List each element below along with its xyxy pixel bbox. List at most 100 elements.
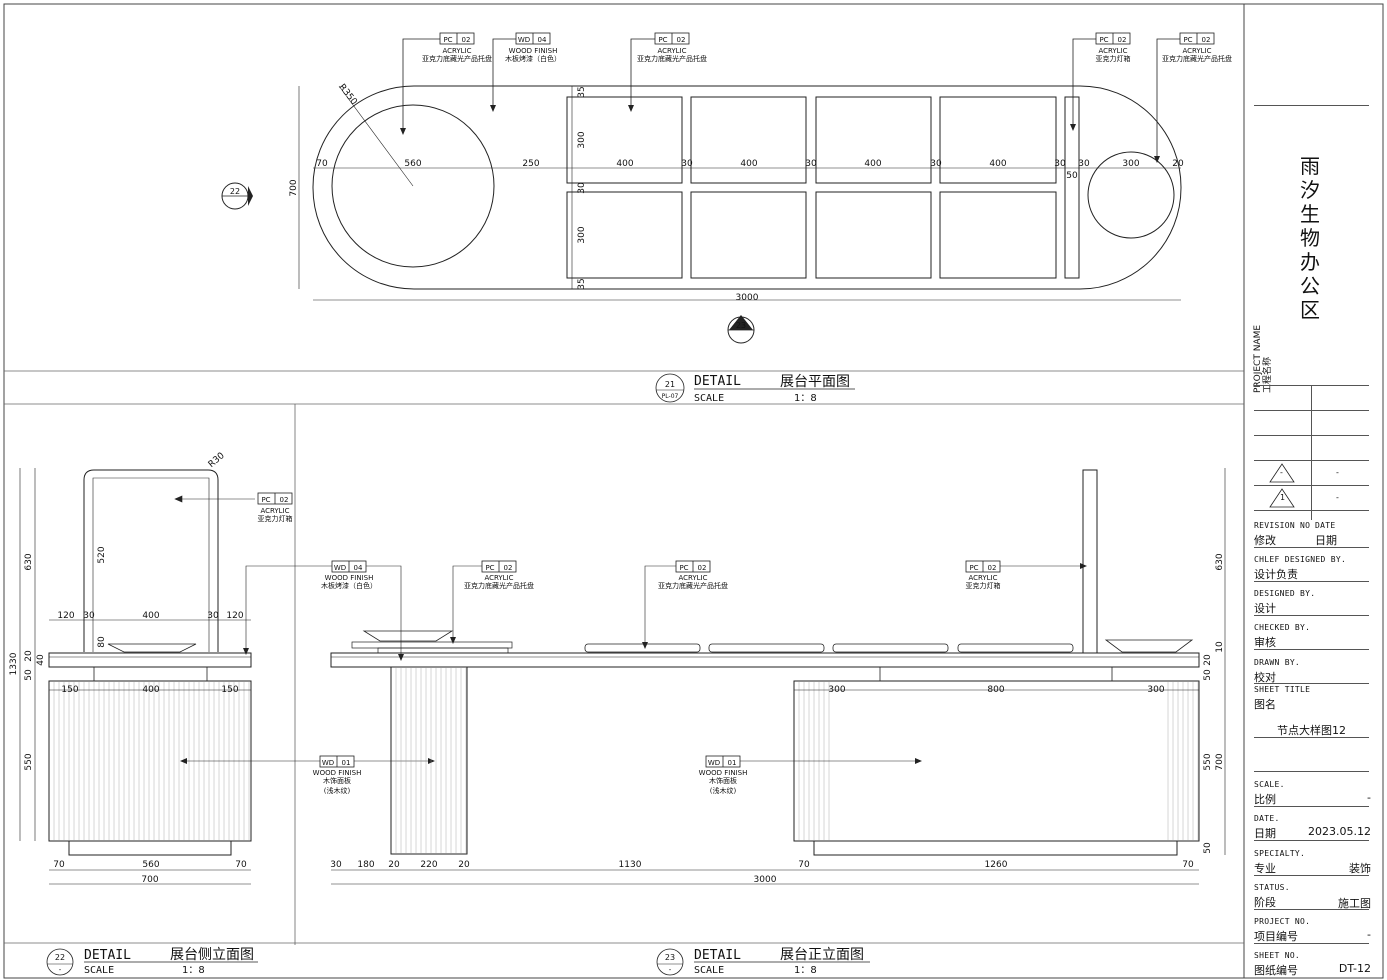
svg-text:30: 30 (207, 611, 219, 621)
svg-text:50: 50 (1203, 842, 1213, 854)
front-trays (584, 643, 1074, 653)
drawn-by-en: DRAWN BY. (1254, 658, 1301, 667)
svg-text:520: 520 (97, 546, 107, 563)
side-tabletop (48, 652, 252, 668)
svg-text:SCALE: SCALE (694, 393, 724, 404)
side-fluting (53, 682, 250, 840)
checked-by-cn: 审核 (1254, 636, 1276, 649)
plan-dim-50: 50 (1066, 171, 1078, 181)
sheet-title: 节点大样图12 (1277, 724, 1346, 737)
svg-text:300: 300 (828, 685, 845, 695)
svg-text:DETAIL: DETAIL (694, 948, 741, 963)
front-dimension-text: 300 800 300 30 180 20 220 20 1130 70 126… (330, 553, 1225, 885)
svg-text:亚克力底藏光产品托盘: 亚克力底藏光产品托盘 (464, 581, 534, 590)
svg-text:(浅木纹): (浅木纹) (710, 786, 737, 795)
svg-text:DETAIL: DETAIL (84, 948, 131, 963)
svg-text:亚克力底藏光产品托盘: 亚克力底藏光产品托盘 (658, 581, 728, 590)
svg-text:1260: 1260 (985, 860, 1008, 870)
svg-text:20: 20 (24, 650, 34, 662)
side-lightbox-frame (83, 469, 219, 652)
chief-designer-cn: 设计负责 (1254, 568, 1298, 581)
svg-text:40: 40 (36, 654, 46, 666)
side-dim-lines (19, 468, 255, 885)
svg-text:20: 20 (388, 860, 400, 870)
svg-text:560: 560 (142, 860, 159, 870)
svg-text:SCALE: SCALE (694, 965, 724, 976)
svg-text:1330: 1330 (9, 652, 19, 675)
revision-date: - (1336, 468, 1339, 477)
project-no-value: - (1367, 928, 1371, 941)
svg-text:WOOD FINISH: WOOD FINISH (313, 769, 362, 777)
svg-text:WOOD FINISH: WOOD FINISH (509, 47, 558, 55)
project-name-char: 雨 (1300, 154, 1320, 178)
svg-text:ACRYLIC: ACRYLIC (484, 574, 513, 582)
svg-text:木饰面板: 木饰面板 (709, 776, 737, 785)
plan-dim-30d: 30 (1054, 159, 1066, 169)
plan-dim-70: 70 (316, 159, 328, 169)
svg-text:20: 20 (1203, 654, 1213, 666)
project-name-char: 办 (1300, 250, 1320, 274)
svg-text:300: 300 (1147, 685, 1164, 695)
svg-text:WOOD FINISH: WOOD FINISH (699, 769, 748, 777)
revision-date-en: DATE (1315, 521, 1336, 530)
plan-dim-height: 700 (289, 179, 299, 196)
svg-text:WOOD FINISH: WOOD FINISH (325, 574, 374, 582)
plan-round-tray-right (1087, 151, 1175, 239)
side-dimension-text: 120 30 400 30 120 150 400 150 70 560 70 … (9, 451, 247, 885)
svg-text:WD: WD (518, 36, 530, 44)
svg-text:10: 10 (1215, 641, 1225, 653)
svg-text:23: 23 (736, 321, 746, 330)
svg-text:700: 700 (1215, 753, 1225, 770)
svg-text:50: 50 (24, 669, 34, 681)
title-block-rule (1254, 547, 1369, 548)
plan-detail-title: 21 PL-07 DETAIL 展台平面图 SCALE 1：8 (655, 373, 855, 404)
svg-text:120: 120 (57, 611, 74, 621)
svg-text:PC: PC (1099, 36, 1108, 44)
revision-no-en: REVISION NO (1254, 521, 1311, 530)
svg-text:630: 630 (24, 553, 34, 570)
svg-text:展台正立面图: 展台正立面图 (780, 947, 864, 963)
revision-row-2: 1 - (1254, 487, 1369, 509)
plan-dim-30b: 30 (805, 159, 817, 169)
project-name-label: PROJECT NAME 工程名称 (1253, 325, 1273, 393)
sheet-no-value: DT-12 (1338, 962, 1371, 975)
svg-text:1：8: 1：8 (794, 965, 817, 976)
sheet-no-cn: 图纸编号 (1254, 964, 1298, 977)
side-detail-title: 22 - DETAIL 展台侧立面图 SCALE 1：8 (46, 947, 258, 976)
front-plinth (813, 840, 1178, 856)
plan-dim-v300b: 300 (577, 226, 587, 243)
project-name-char: 区 (1300, 298, 1320, 322)
svg-text:70: 70 (1182, 860, 1194, 870)
svg-text:-: - (59, 966, 62, 974)
svg-text:02: 02 (1202, 36, 1211, 44)
svg-text:1：8: 1：8 (182, 965, 205, 976)
plan-dim-400d: 400 (989, 159, 1006, 169)
plan-table-outline (312, 85, 1182, 290)
svg-text:PC: PC (658, 36, 667, 44)
svg-text:20: 20 (458, 860, 470, 870)
svg-text:70: 70 (798, 860, 810, 870)
drawn-by-cn: 校对 (1254, 671, 1276, 684)
front-column (390, 666, 468, 855)
specialty-value: 装饰 (1349, 862, 1371, 875)
svg-text:PC: PC (485, 564, 494, 572)
svg-text:01: 01 (342, 759, 351, 767)
svg-text:亚克力底藏光产品托盘: 亚克力底藏光产品托盘 (1162, 54, 1232, 63)
svg-text:01: 01 (728, 759, 737, 767)
svg-text:550: 550 (1203, 753, 1213, 770)
front-tabletop (330, 652, 1200, 668)
revision-mark: - (1280, 468, 1283, 477)
front-elevation (330, 469, 1200, 856)
svg-text:400: 400 (142, 685, 159, 695)
plan-dim-30a: 30 (681, 159, 693, 169)
svg-text:02: 02 (280, 496, 289, 504)
plan-dim-v35a: 35 (577, 86, 587, 97)
project-name-char: 物 (1300, 226, 1320, 250)
title-block-rule (1254, 806, 1369, 807)
title-block-rule (1254, 683, 1369, 684)
plan-dim-400a: 400 (616, 159, 633, 169)
